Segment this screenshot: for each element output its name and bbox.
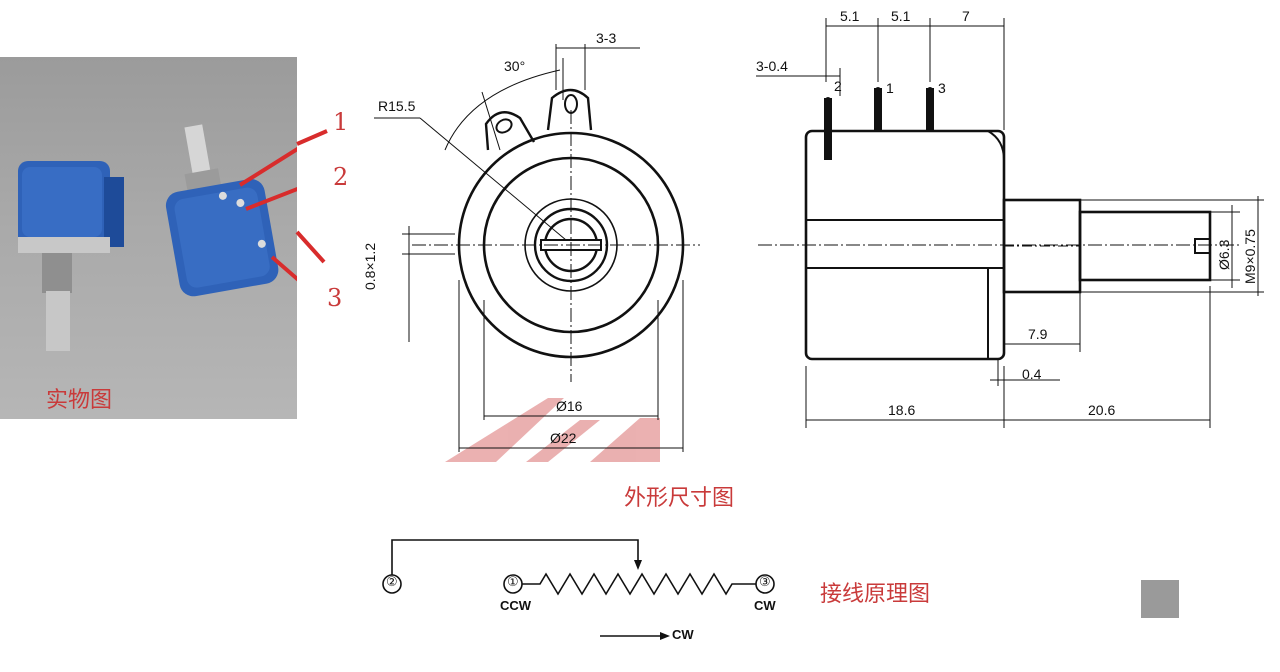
photo-caption: 实物图 (46, 388, 113, 413)
wiring-diagram (382, 539, 775, 640)
thread-label: M9×0.75 (1242, 229, 1258, 284)
left-pot-shaft (46, 291, 70, 351)
shaft-length-label: 20.6 (1088, 402, 1116, 418)
pin-size-label: 3-0.4 (756, 58, 788, 74)
angle-label: 30° (504, 58, 526, 74)
photo-illustration (18, 124, 329, 351)
body-length-label: 18.6 (888, 402, 916, 418)
pin-width-label: 0.8×1.2 (362, 242, 378, 290)
right-pot-shaft (184, 124, 213, 185)
pitch-label-3: 7 (962, 8, 970, 24)
node-3-label: ③ (759, 575, 771, 590)
shaft-diameter-label: Ø6.3 (1216, 239, 1232, 270)
dim-7-9-label: 7.9 (1028, 326, 1048, 342)
offset-label: 3-3 (596, 30, 617, 46)
cw-label: CW (754, 598, 776, 613)
radius-label: R15.5 (378, 98, 416, 114)
wiring-caption: 接线原理图 (820, 582, 931, 607)
gray-swatch (1141, 580, 1179, 618)
pitch-label-1: 5.1 (840, 8, 860, 24)
pin-label-1: 1 (886, 80, 894, 96)
side-view-drawing (756, 18, 1264, 428)
ccw-label: CCW (500, 598, 532, 613)
pitch-label-2: 5.1 (891, 8, 911, 24)
rotation-arrow-label: CW (672, 627, 694, 642)
pin-label-2: 2 (834, 78, 842, 94)
front-view-drawing (374, 44, 700, 462)
dim-0-4-label: 0.4 (1022, 366, 1042, 382)
callout-number-2: 2 (333, 163, 349, 191)
callout-number-3: 3 (327, 284, 343, 312)
node-1-label: ① (507, 575, 519, 590)
node-2-label: ② (386, 575, 398, 590)
dimension-caption: 外形尺寸图 (624, 486, 735, 511)
product-photo (0, 57, 329, 419)
pin-label-3: 3 (938, 80, 946, 96)
outer-diameter-label: Ø22 (550, 430, 577, 446)
watermark-logo (445, 398, 660, 462)
inner-diameter-label: Ø16 (556, 398, 583, 414)
callout-number-1: 1 (333, 108, 349, 136)
